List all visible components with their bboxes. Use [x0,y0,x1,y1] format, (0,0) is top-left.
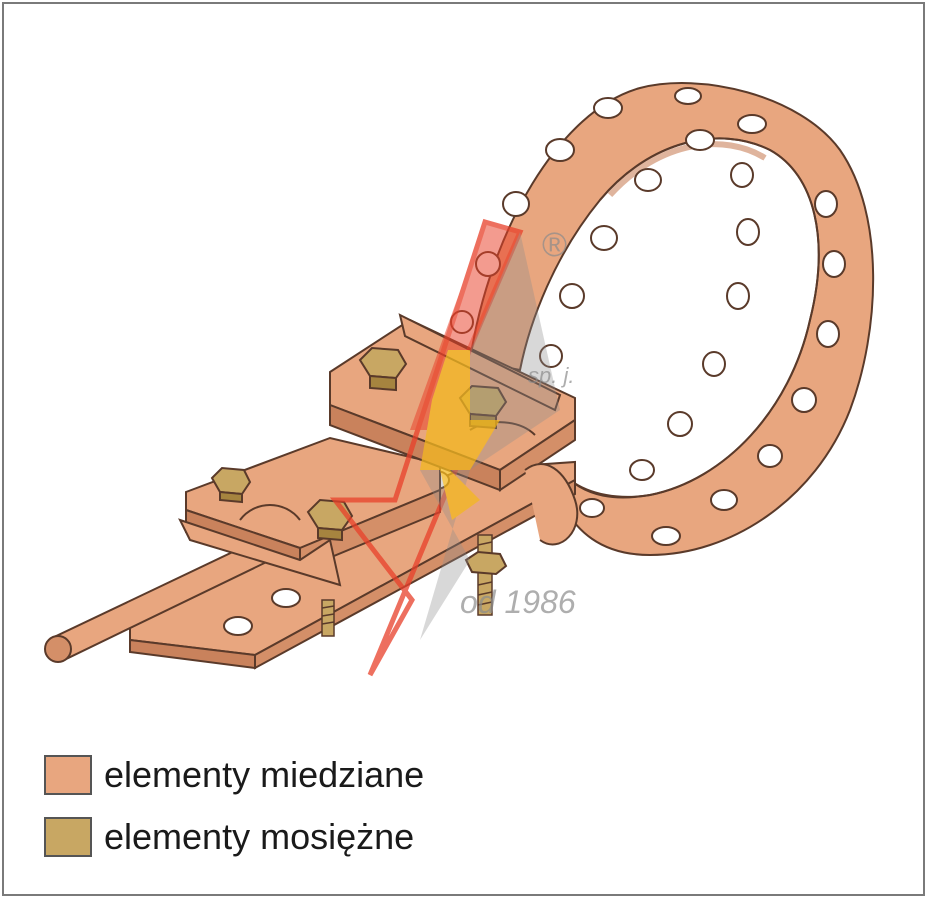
legend-swatch-copper [44,755,92,795]
watermark-logo [329,218,560,677]
legend-item-brass: elementy mosiężne [44,812,424,862]
legend: elementy miedziane elementy mosiężne [44,750,424,874]
bolt-head [358,346,408,392]
legend-item-copper: elementy miedziane [44,750,424,800]
company-suffix: sp. j. [528,363,574,388]
bolt-shank [464,534,508,616]
bolt-head [210,466,252,504]
bolt-shank [321,599,335,637]
since-text: od 1986 [460,584,576,620]
lower-clamp-block [178,436,441,587]
registered-mark: ® [542,226,567,264]
legend-label-copper: elementy miedziane [104,754,425,795]
legend-swatch-brass [44,817,92,857]
legend-label-brass: elementy mosiężne [104,816,415,857]
